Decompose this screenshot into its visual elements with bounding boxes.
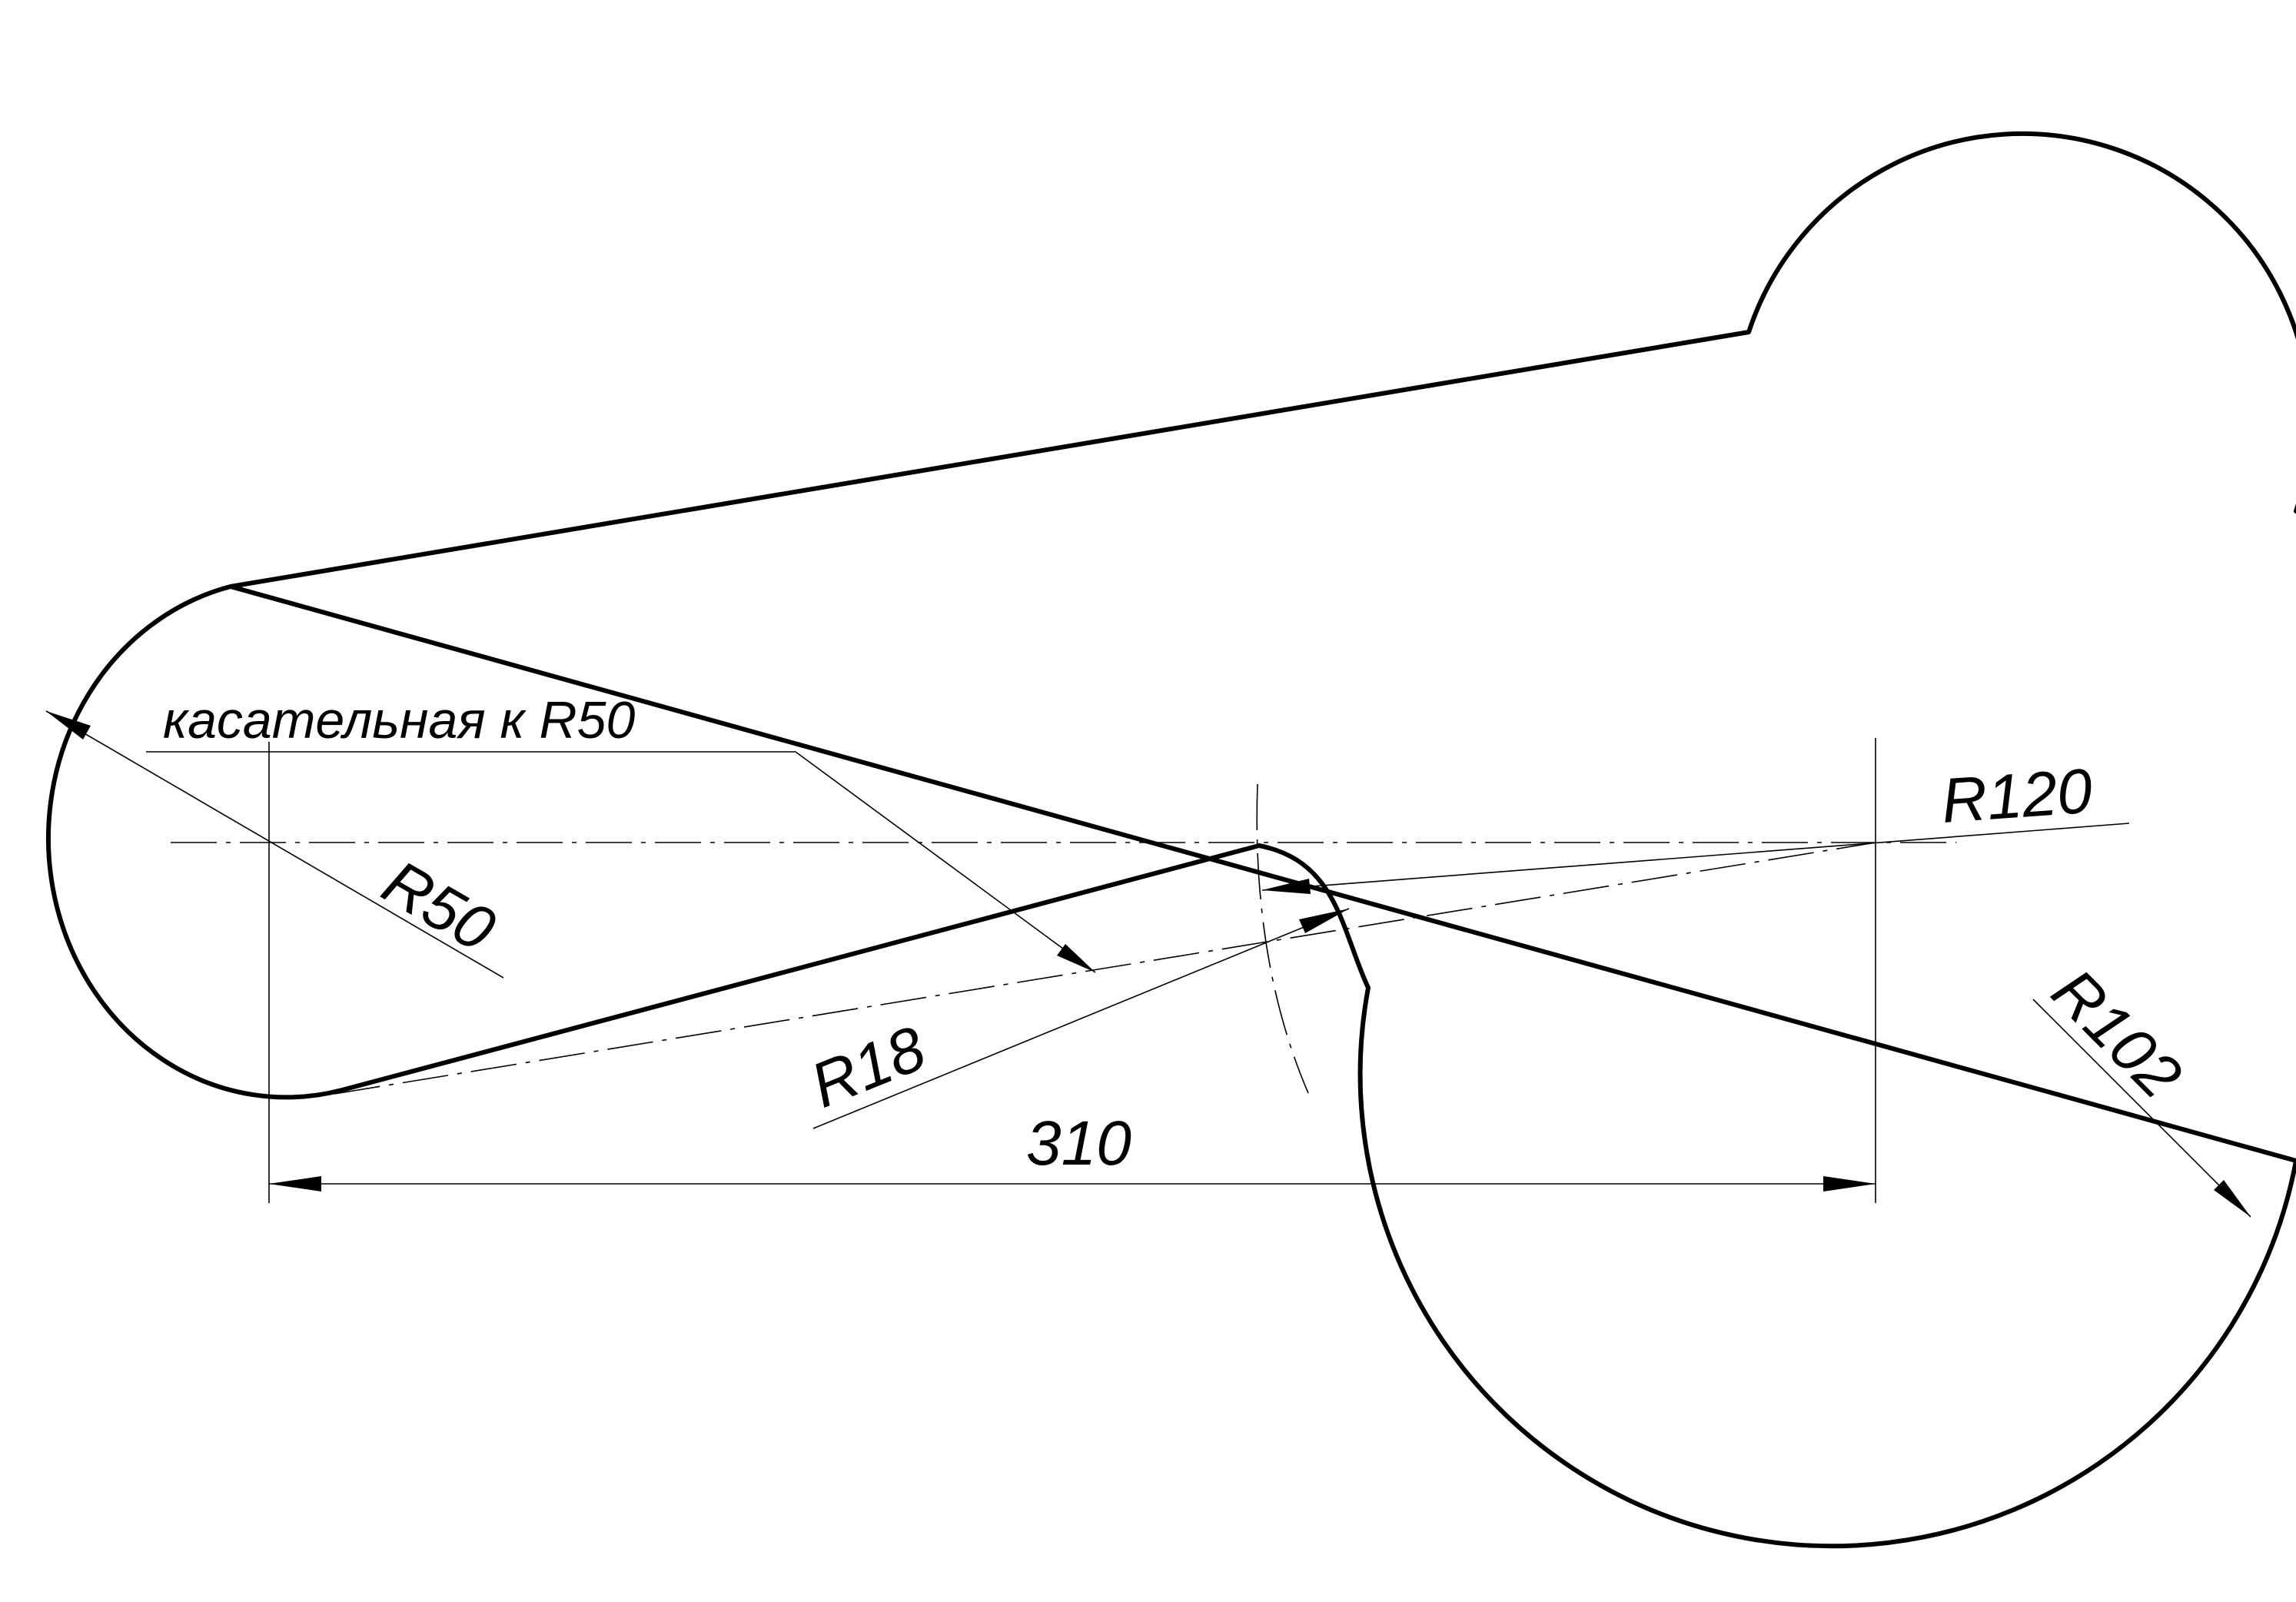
tangent-note-arrowhead bbox=[1057, 944, 1095, 972]
r102-arrowhead bbox=[2214, 1180, 2251, 1217]
r18-center-arc bbox=[1256, 783, 1309, 1094]
dimension-lines bbox=[45, 710, 2251, 1218]
r120-label: R120 bbox=[1939, 756, 2095, 836]
r18-arrowhead bbox=[1299, 909, 1349, 933]
part-contour bbox=[45, 131, 2296, 1549]
r102-label: R102 bbox=[2038, 956, 2195, 1112]
dim-310-arrow-left bbox=[269, 1176, 321, 1192]
center-lines bbox=[171, 738, 1956, 1203]
r50-leader bbox=[45, 710, 504, 979]
tangent-centerline bbox=[334, 842, 1876, 1095]
r18-label: R18 bbox=[802, 1013, 935, 1122]
r120-arrowhead bbox=[1262, 879, 1311, 894]
r102-leader bbox=[2032, 999, 2251, 1218]
tangent-note-leader bbox=[146, 751, 1096, 973]
outer-contour bbox=[45, 131, 2296, 1549]
dimension-labels: касательная к R50 R50 R18 R120 R102 310 bbox=[163, 691, 2195, 1178]
r18-leader bbox=[812, 908, 1350, 1129]
dim-310-arrow-right bbox=[1823, 1176, 1876, 1192]
r50-label: R50 bbox=[371, 847, 507, 966]
tangent-note-label: касательная к R50 bbox=[163, 691, 635, 749]
dim-310-label: 310 bbox=[1026, 1108, 1131, 1178]
r50-arrowhead bbox=[46, 711, 91, 740]
r120-leader bbox=[1261, 823, 2130, 891]
